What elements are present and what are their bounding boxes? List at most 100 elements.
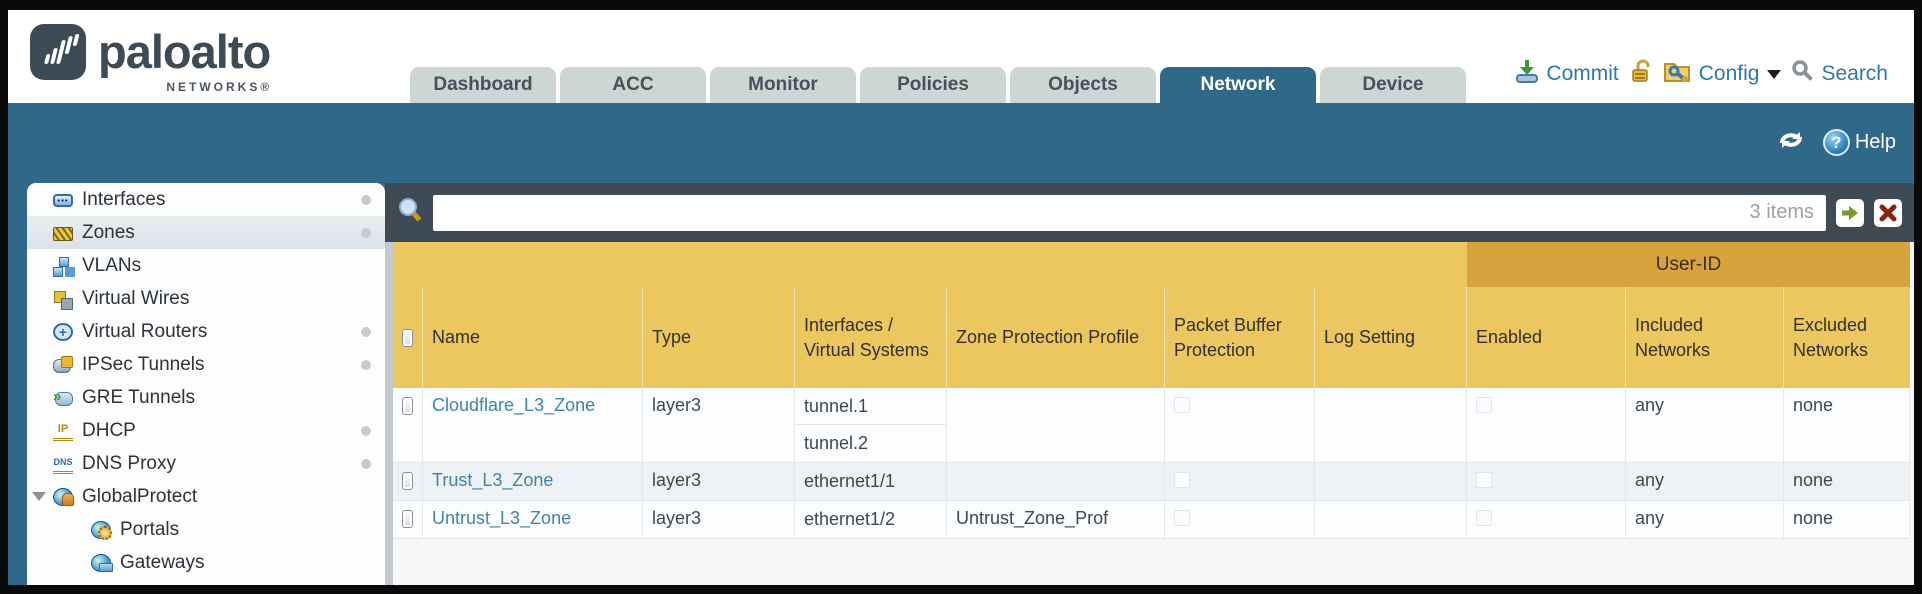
user-id-group-header: User-ID bbox=[1467, 242, 1910, 287]
nav-actions: Commit bbox=[1514, 58, 1888, 90]
status-dot bbox=[361, 327, 371, 337]
refresh-icon[interactable] bbox=[1775, 125, 1807, 160]
dhcp-icon: IP bbox=[53, 421, 73, 441]
main-pane: 3 items bbox=[385, 183, 1914, 585]
packet-buffer-protection-cell bbox=[1165, 463, 1315, 500]
sidebar-item-zones[interactable]: Zones bbox=[27, 216, 385, 249]
user-id-enabled-cell bbox=[1467, 463, 1626, 500]
vertical-scrollbar[interactable] bbox=[385, 242, 393, 585]
tab-policies[interactable]: Policies bbox=[860, 67, 1006, 103]
packet-buffer-protection-cell bbox=[1165, 501, 1315, 538]
column-header-zone-protection-profile[interactable]: Zone Protection Profile bbox=[947, 287, 1165, 388]
tab-objects[interactable]: Objects bbox=[1010, 67, 1156, 103]
log-setting-cell bbox=[1315, 501, 1467, 538]
sidebar-item-label: GlobalProtect bbox=[82, 485, 198, 507]
search-button[interactable]: Search bbox=[1791, 59, 1888, 89]
tab-device[interactable]: Device bbox=[1320, 67, 1466, 103]
commit-icon bbox=[1514, 58, 1540, 90]
chevron-down-icon bbox=[1767, 69, 1782, 79]
row-select-cell bbox=[393, 501, 423, 538]
zone-name-link[interactable]: Untrust_L3_Zone bbox=[432, 508, 572, 528]
column-header-packet-buffer-protection[interactable]: Packet Buffer Protection bbox=[1165, 287, 1315, 388]
column-header-type[interactable]: Type bbox=[643, 287, 795, 388]
user-id-enabled-checkbox bbox=[1476, 472, 1492, 488]
packet-buffer-checkbox bbox=[1174, 397, 1190, 413]
config-icon bbox=[1663, 58, 1693, 90]
clear-filter-button[interactable] bbox=[1874, 198, 1902, 227]
sidebar-item-gateways[interactable]: Gateways bbox=[27, 546, 385, 579]
sidebar-item-label: Gateways bbox=[120, 551, 205, 573]
zone-name-link[interactable]: Cloudflare_L3_Zone bbox=[432, 395, 596, 415]
interfaces-cell: ethernet1/2 bbox=[795, 501, 947, 538]
row-checkbox[interactable] bbox=[402, 510, 413, 528]
column-header-enabled[interactable]: Enabled bbox=[1467, 287, 1626, 388]
interfaces-icon: ▪▪▪ bbox=[53, 194, 73, 207]
tab-dashboard[interactable]: Dashboard bbox=[410, 67, 556, 103]
log-setting-cell bbox=[1315, 388, 1467, 462]
column-header-log-setting[interactable]: Log Setting bbox=[1315, 287, 1467, 388]
brand-name: paloalto bbox=[98, 25, 271, 78]
sidebar-item-interfaces[interactable]: ▪▪▪Interfaces bbox=[27, 183, 385, 216]
group-header-spacer bbox=[393, 242, 1467, 287]
items-count: 3 items bbox=[1749, 201, 1814, 223]
zone-protection-profile-cell bbox=[947, 388, 1165, 462]
column-header-included-networks[interactable]: Included Networks bbox=[1626, 287, 1784, 388]
packet-buffer-protection-cell bbox=[1165, 388, 1315, 462]
commit-label: Commit bbox=[1546, 62, 1619, 85]
tab-network[interactable]: Network bbox=[1160, 67, 1316, 103]
sidebar-item-gre-tunnels[interactable]: GRE Tunnels bbox=[27, 381, 385, 414]
column-header-name[interactable]: Name bbox=[423, 287, 643, 388]
zone-name-link[interactable]: Trust_L3_Zone bbox=[432, 470, 554, 490]
status-dot bbox=[361, 459, 371, 469]
zone-type-cell: layer3 bbox=[643, 501, 795, 538]
help-icon: ? bbox=[1822, 129, 1850, 156]
column-header-excluded-networks[interactable]: Excluded Networks bbox=[1793, 315, 1869, 360]
filter-input[interactable] bbox=[433, 194, 1750, 231]
status-dot bbox=[361, 426, 371, 436]
sidebar-item-ipsec-tunnels[interactable]: IPSec Tunnels bbox=[27, 348, 385, 381]
packet-buffer-checkbox bbox=[1174, 510, 1190, 526]
tab-acc[interactable]: ACC bbox=[560, 67, 706, 103]
portals-icon bbox=[91, 520, 112, 540]
included-networks-cell: any bbox=[1626, 501, 1784, 538]
column-header-select bbox=[393, 287, 423, 388]
apply-filter-button[interactable] bbox=[1836, 198, 1864, 227]
virtual-routers-icon: + bbox=[53, 322, 73, 341]
red-x-icon bbox=[1879, 204, 1897, 221]
interface-entry: ethernet1/1 bbox=[804, 471, 896, 491]
sidebar-item-label: Virtual Wires bbox=[82, 287, 190, 309]
search-icon bbox=[1791, 59, 1815, 89]
filter-toolbar: 3 items bbox=[385, 183, 1914, 242]
user-id-enabled-checkbox bbox=[1476, 397, 1492, 413]
sidebar-item-portals[interactable]: Portals bbox=[27, 513, 385, 546]
tab-monitor[interactable]: Monitor bbox=[710, 67, 856, 103]
config-menu-button[interactable]: Config bbox=[1663, 58, 1782, 90]
row-checkbox[interactable] bbox=[402, 472, 413, 490]
config-label: Config bbox=[1698, 62, 1760, 85]
expander-triangle-icon[interactable] bbox=[32, 492, 46, 501]
sidebar-item-virtual-wires[interactable]: Virtual Wires bbox=[27, 282, 385, 315]
sidebar-item-virtual-routers[interactable]: +Virtual Routers bbox=[27, 315, 385, 348]
zone-type-cell: layer3 bbox=[643, 388, 795, 462]
row-checkbox[interactable] bbox=[402, 397, 413, 415]
sidebar-item-vlans[interactable]: VLANs bbox=[27, 249, 385, 282]
column-header-interfaces-virtual-systems[interactable]: Interfaces / Virtual Systems bbox=[795, 287, 947, 388]
sidebar-item-globalprotect[interactable]: GlobalProtect bbox=[27, 480, 385, 513]
band-actions: ? Help bbox=[1775, 125, 1896, 160]
commit-button[interactable]: Commit bbox=[1514, 58, 1619, 90]
user-id-enabled-cell bbox=[1467, 501, 1626, 538]
help-button[interactable]: ? Help bbox=[1822, 129, 1896, 156]
row-select-cell bbox=[393, 463, 423, 500]
lock-button[interactable] bbox=[1629, 58, 1653, 90]
vlans-icon bbox=[53, 256, 73, 277]
log-setting-cell bbox=[1315, 463, 1467, 500]
select-all-checkbox[interactable] bbox=[402, 328, 413, 347]
